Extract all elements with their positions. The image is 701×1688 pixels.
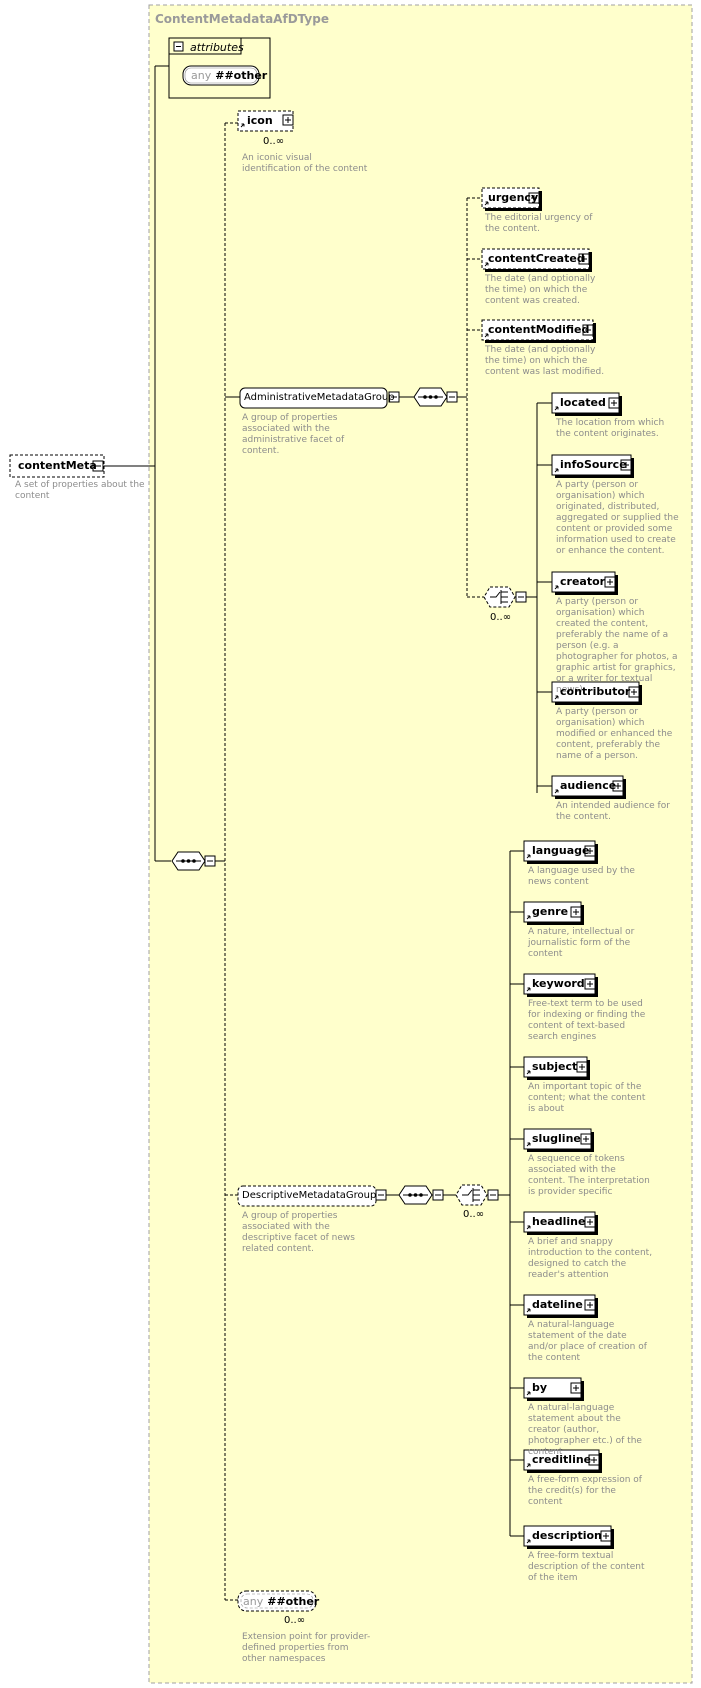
- any-attribute-label[interactable]: any##other: [191, 69, 267, 82]
- root-element-name[interactable]: contentMeta: [18, 459, 97, 472]
- desc-choice-doc-language: A language used by the news content: [528, 866, 635, 887]
- admin-choice-name-located[interactable]: located: [560, 396, 606, 409]
- any-attribute-box: [182, 65, 260, 86]
- admin-group-box: [239, 387, 388, 409]
- admin-choice-doc-creator: A party (person or organisation) which c…: [556, 597, 678, 695]
- root-element-doc: A set of properties about the content: [15, 480, 145, 501]
- desc-choice-doc-creditline: A free-form expression of the credit(s) …: [528, 1475, 642, 1507]
- desc-choice-name-keyword[interactable]: keyword: [532, 977, 585, 990]
- admin-choice-name-creator[interactable]: creator: [560, 575, 606, 588]
- desc-group-doc: A group of properties associated with th…: [242, 1211, 355, 1254]
- admin-choice-name-contributor[interactable]: contributor: [560, 685, 631, 698]
- desc-choice-symbol: [455, 1184, 499, 1206]
- attributes-header: [168, 37, 242, 55]
- desc-choice-name-by[interactable]: by: [532, 1381, 548, 1394]
- admin-sequence-symbol: [413, 387, 458, 407]
- desc-choice-name-creditline[interactable]: creditline: [532, 1453, 592, 1466]
- admin-choice-symbol: [483, 586, 527, 608]
- admin-element-name-contentCreated[interactable]: contentCreated: [488, 252, 585, 265]
- icon-doc: An iconic visual identification of the c…: [242, 153, 368, 174]
- desc-choice-doc-keyword: Free-text term to be used for indexing o…: [528, 999, 646, 1042]
- attributes-header-label: attributes: [190, 41, 244, 54]
- type-name: ContentMetadataAfDType: [155, 12, 329, 26]
- any-element-doc: Extension point for provider-defined pro…: [242, 1632, 371, 1664]
- desc-choice-doc-by: A natural-language statement about the c…: [528, 1403, 642, 1457]
- any-element-occurs: 0..∞: [284, 1615, 306, 1626]
- admin-element-name-urgency[interactable]: urgency: [488, 191, 539, 204]
- admin-element-doc-contentCreated: The date (and optionally the time) on wh…: [485, 274, 596, 306]
- admin-choice-name-infoSource[interactable]: infoSource: [560, 458, 627, 471]
- admin-choice-occurs: 0..∞: [490, 612, 512, 623]
- admin-element-doc-contentModified: The date (and optionally the time) on wh…: [485, 345, 605, 377]
- admin-group-name[interactable]: AdministrativeMetadataGroup: [244, 392, 395, 403]
- complex-type-box: [148, 4, 693, 1684]
- desc-group-name[interactable]: DescriptiveMetadataGroup: [242, 1190, 377, 1201]
- any-element-namespace: ##other: [267, 1595, 320, 1608]
- desc-choice-name-language[interactable]: language: [532, 844, 590, 857]
- admin-choice-doc-infoSource: A party (person or organisation) which o…: [556, 480, 679, 556]
- desc-choice-name-slugline[interactable]: slugline: [532, 1132, 581, 1145]
- any-attribute-namespace: ##other: [215, 69, 268, 82]
- desc-choice-doc-description: A free-form textual description of the c…: [528, 1551, 645, 1583]
- icon-occurs: 0..∞: [263, 136, 285, 147]
- admin-group-doc: A group of properties associated with th…: [242, 413, 345, 456]
- any-element-label[interactable]: any##other: [243, 1595, 319, 1608]
- desc-choice-doc-genre: A nature, intellectual or journalistic f…: [528, 927, 635, 959]
- desc-choice-doc-headline: A brief and snappy introduction to the c…: [528, 1237, 653, 1280]
- desc-sequence-symbol: [398, 1185, 444, 1205]
- desc-choice-doc-subject: An important topic of the content; what …: [528, 1082, 646, 1114]
- admin-choice-doc-contributor: A party (person or organisation) which m…: [556, 707, 673, 761]
- admin-choice-doc-located: The location from which the content orig…: [556, 418, 665, 439]
- desc-choice-doc-slugline: A sequence of tokens associated with the…: [528, 1154, 650, 1197]
- any-element-box: [237, 1590, 317, 1612]
- desc-choice-occurs: 0..∞: [463, 1209, 485, 1220]
- desc-choice-name-genre[interactable]: genre: [532, 905, 569, 918]
- admin-element-doc-urgency: The editorial urgency of the content.: [485, 213, 593, 234]
- admin-element-name-contentModified[interactable]: contentModified: [488, 323, 590, 336]
- desc-choice-name-dateline[interactable]: dateline: [532, 1298, 583, 1311]
- icon-element-name[interactable]: icon: [247, 114, 273, 127]
- any-element-keyword: any: [243, 1595, 264, 1608]
- admin-choice-doc-audience: An intended audience for the content.: [556, 801, 670, 822]
- desc-choice-doc-dateline: A natural-language statement of the date…: [528, 1320, 647, 1363]
- desc-choice-name-headline[interactable]: headline: [532, 1215, 586, 1228]
- top-sequence-symbol: [171, 851, 216, 871]
- desc-choice-name-subject[interactable]: subject: [532, 1060, 578, 1073]
- any-attribute-keyword: any: [191, 69, 212, 82]
- admin-choice-name-audience[interactable]: audience: [560, 779, 617, 792]
- desc-choice-name-description[interactable]: description: [532, 1529, 602, 1542]
